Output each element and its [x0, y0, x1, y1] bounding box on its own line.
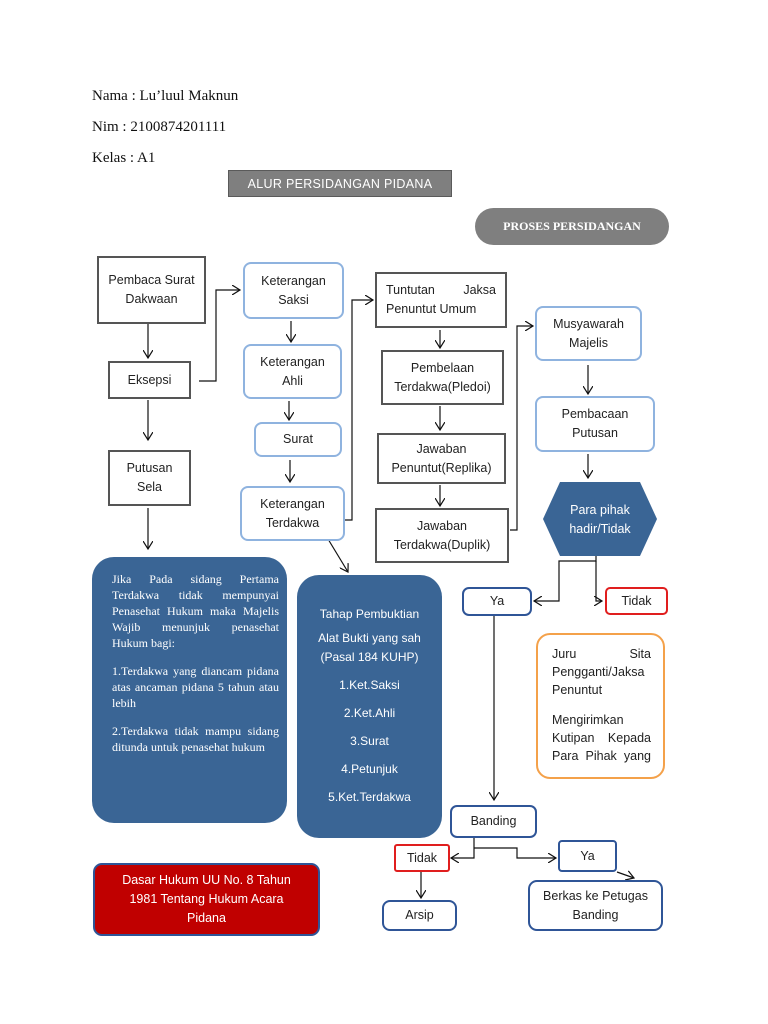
tahap-pembuktian-note: Tahap Pembuktian Alat Bukti yang sah (Pa… [297, 575, 442, 838]
tuntutan-jaksa-box: Tuntutan Jaksa Penuntut Umum [375, 272, 507, 328]
decision-ya-box: Ya [462, 587, 532, 616]
banding-box: Banding [450, 805, 537, 838]
student-name: Nama : Lu’luul Maknun [92, 88, 239, 104]
banding-ya-box: Ya [558, 840, 617, 872]
hexagon-shape [543, 482, 657, 556]
student-class: Kelas : A1 [92, 150, 156, 166]
decision-tidak-box: Tidak [605, 587, 668, 615]
surat-box: Surat [254, 422, 342, 457]
eksepsi-box: Eksepsi [108, 361, 191, 399]
arsip-box: Arsip [382, 900, 457, 931]
student-nim: Nim : 2100874201111 [92, 119, 227, 135]
juru-sita-box: Juru Sita Pengganti/Jaksa Penuntut Mengi… [536, 633, 665, 779]
section-pill: PROSES PERSIDANGAN [475, 208, 669, 245]
penasehat-hukum-note: Jika Pada sidang Pertama Terdakwa tidak … [92, 557, 287, 823]
banding-tidak-box: Tidak [394, 844, 450, 872]
title-banner: ALUR PERSIDANGAN PIDANA [228, 170, 452, 197]
